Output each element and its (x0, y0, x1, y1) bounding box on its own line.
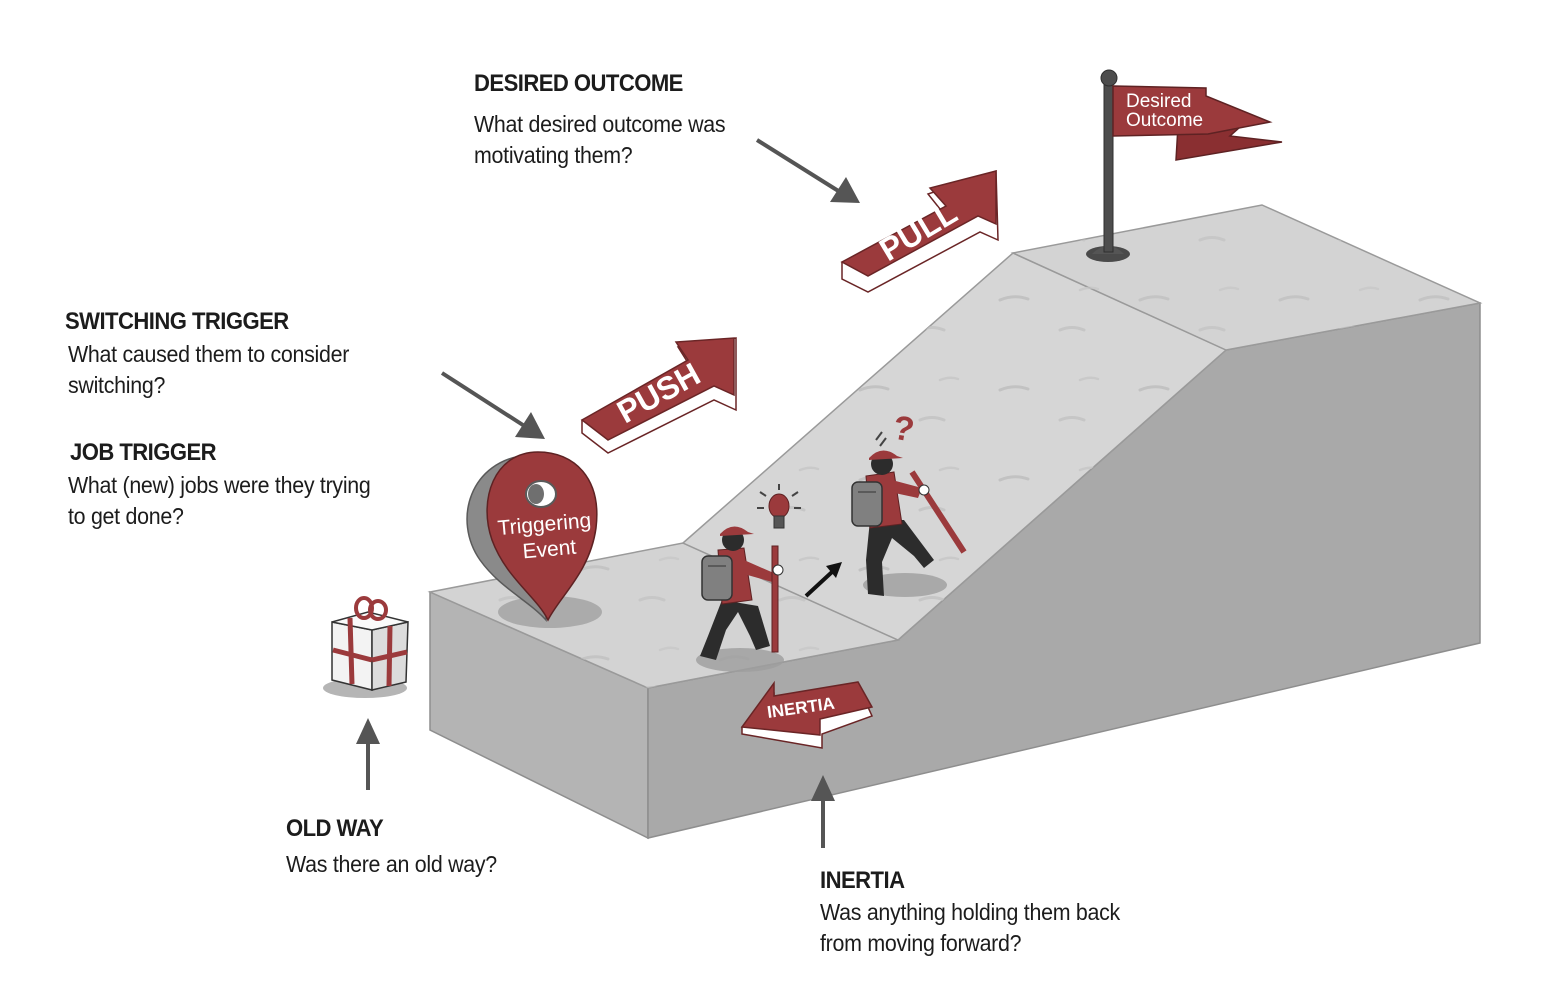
desired-outcome-heading: DESIRED OUTCOME (474, 70, 683, 97)
old-way-note: OLD WAY Was there an old way? (286, 815, 513, 880)
push-arrow: PUSH (580, 337, 737, 454)
inertia-line-1: Was anything holding them back (820, 899, 1120, 925)
old-way-heading: OLD WAY (286, 815, 384, 842)
inertia-note: INERTIA Was anything holding them back f… (820, 867, 1143, 959)
job-trigger-heading: JOB TRIGGER (70, 439, 217, 466)
flag-icon: Desired Outcome (1086, 69, 1283, 262)
pull-arrow: PULL (840, 169, 999, 293)
desired-outcome-line-1: What desired outcome was (474, 111, 726, 137)
arrow-to-pull (755, 138, 860, 203)
inertia-line-2: from moving forward? (820, 930, 1022, 956)
hiker-icon (696, 526, 784, 672)
progress-arrow (804, 562, 842, 598)
old-way-line-1: Was there an old way? (286, 851, 497, 877)
arrow-to-inertia (811, 775, 835, 848)
map-pin-icon: Triggering Event (466, 451, 602, 628)
job-trigger-line-2: to get done? (68, 503, 184, 529)
switching-trigger-line-1: What caused them to consider (68, 341, 350, 367)
switching-trigger-line-2: switching? (68, 372, 166, 398)
lightbulb-icon (757, 484, 801, 529)
desired-outcome-line-2: motivating them? (474, 142, 633, 168)
inertia-heading: INERTIA (820, 867, 905, 894)
gift-box-icon (323, 596, 409, 698)
pin-label-line-2: Event (522, 536, 578, 564)
arrow-to-gift (356, 718, 380, 790)
flag-label-line-1: Desired (1126, 91, 1191, 112)
arrow-to-triggering-event (440, 371, 545, 439)
job-trigger-note: JOB TRIGGER What (new) jobs were they tr… (68, 439, 393, 532)
flag-label-line-2: Outcome (1126, 110, 1203, 131)
desired-outcome-note: DESIRED OUTCOME What desired outcome was… (474, 70, 744, 171)
job-trigger-line-1: What (new) jobs were they trying (68, 472, 371, 498)
hiker-icon (851, 450, 967, 597)
inertia-arrow: INERTIA (740, 680, 874, 749)
switching-trigger-heading: SWITCHING TRIGGER (65, 308, 289, 335)
switching-trigger-note: SWITCHING TRIGGER What caused them to co… (65, 308, 370, 401)
annotation-arrows (356, 138, 860, 848)
